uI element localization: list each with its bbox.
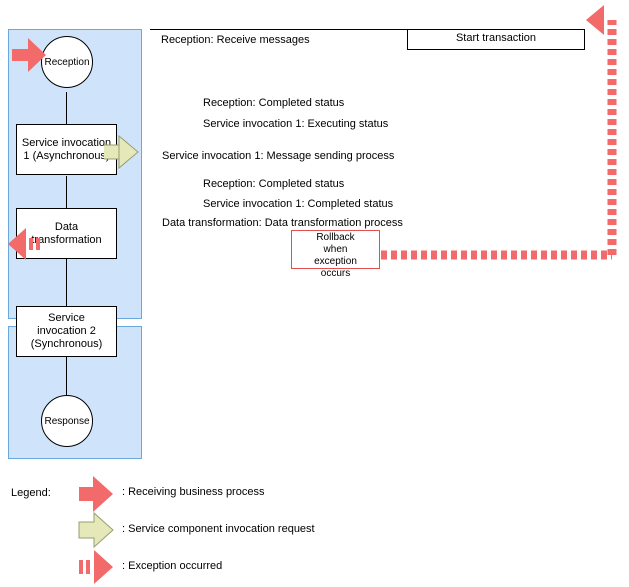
rollback-dashed-path: [381, 5, 617, 260]
connector-line: [66, 176, 67, 208]
rollback-box: Rollback when exception occurs: [291, 230, 380, 279]
legend-title: Legend:: [11, 487, 51, 499]
connector-line: [66, 259, 67, 306]
reception-completed-status-2: Reception: Completed status: [203, 178, 345, 190]
legend-item-invocation: : Service component invocation request: [122, 523, 315, 535]
service1-completed-status: Service invocation 1: Completed status: [203, 198, 394, 210]
service-invocation-2-node: Service invocation 2 (Synchronous): [16, 306, 117, 357]
data-transformation-node: Data transformation: [16, 208, 117, 259]
legend-receiving-arrow-icon: [79, 476, 113, 512]
service1-sending-process: Service invocation 1: Message sending pr…: [162, 150, 395, 162]
start-transaction-box: Start transaction: [407, 29, 585, 50]
receiving-arrow-icon: [12, 38, 46, 72]
data-transformation-process: Data transformation: Data transformation…: [162, 217, 403, 229]
reception-receive-message: Reception: Receive messages: [161, 34, 310, 46]
invocation-arrow-icon: [104, 134, 139, 170]
reception-node: Reception: [41, 36, 93, 88]
legend-item-exception: : Exception occurred: [122, 560, 223, 572]
response-node: Response: [41, 395, 93, 447]
service-invocation-1-node: Service invocation 1 (Asynchronous): [16, 124, 117, 175]
legend-invocation-arrow-icon: [78, 511, 114, 549]
legend-exception-arrow-icon: [79, 550, 113, 584]
connector-line: [66, 357, 67, 395]
exception-arrow-icon: [8, 228, 40, 260]
connector-line: [66, 92, 67, 124]
service1-executing-status: Service invocation 1: Executing status: [203, 118, 389, 130]
timeline-top-line: [150, 29, 584, 30]
legend-item-receiving: : Receiving business process: [122, 486, 265, 498]
reception-completed-status: Reception: Completed status: [203, 97, 345, 109]
